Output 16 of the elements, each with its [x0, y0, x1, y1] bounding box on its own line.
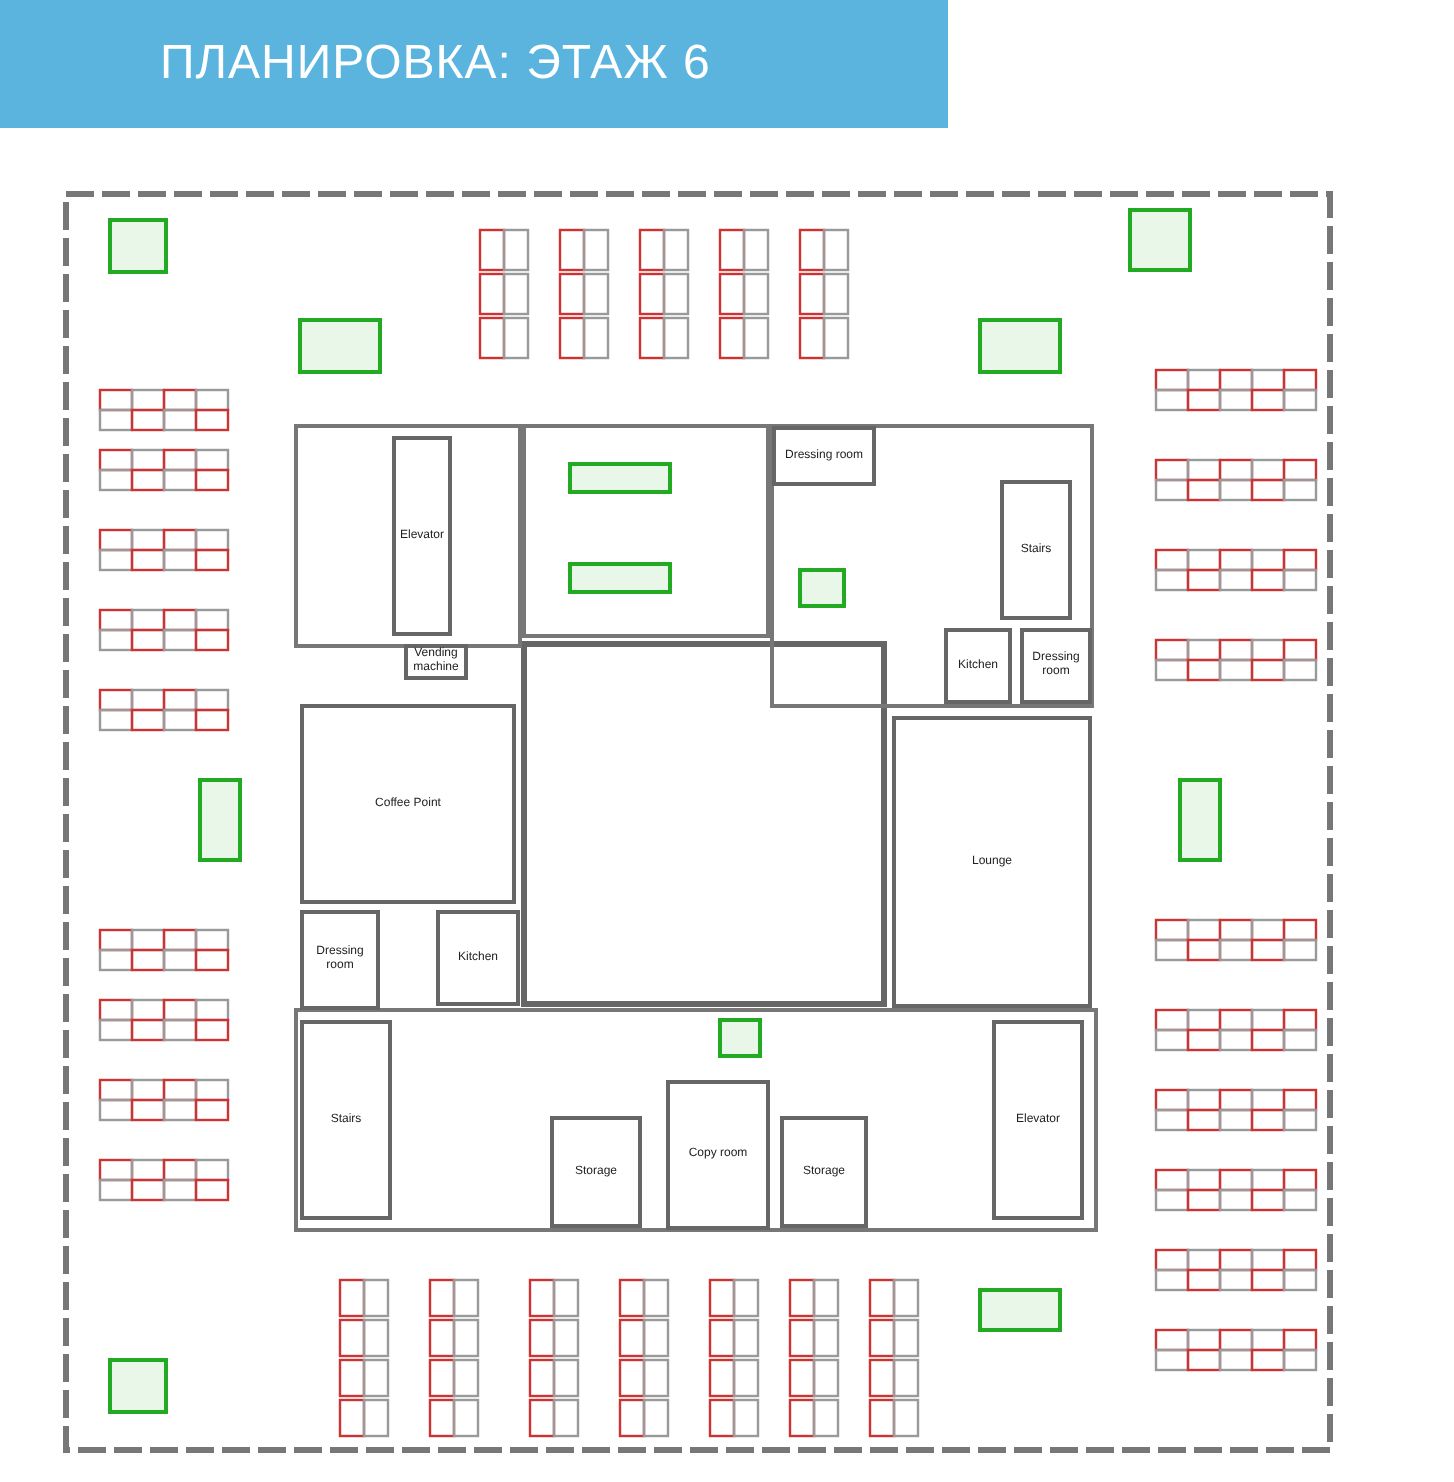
- room: [666, 1080, 770, 1230]
- room: [550, 1116, 642, 1228]
- title-banner: ПЛАНИРОВКА: ЭТАЖ 6: [0, 0, 948, 128]
- room: [300, 910, 380, 1010]
- room: [992, 1020, 1084, 1220]
- room: [392, 436, 452, 636]
- room: [436, 910, 520, 1006]
- room: [772, 426, 876, 486]
- room: [892, 716, 1092, 1008]
- room: [780, 1116, 868, 1228]
- room: [300, 1020, 392, 1220]
- room: [404, 644, 468, 680]
- room: [300, 704, 516, 904]
- room: [944, 628, 1012, 704]
- room: [1000, 480, 1072, 620]
- room: [1020, 628, 1092, 704]
